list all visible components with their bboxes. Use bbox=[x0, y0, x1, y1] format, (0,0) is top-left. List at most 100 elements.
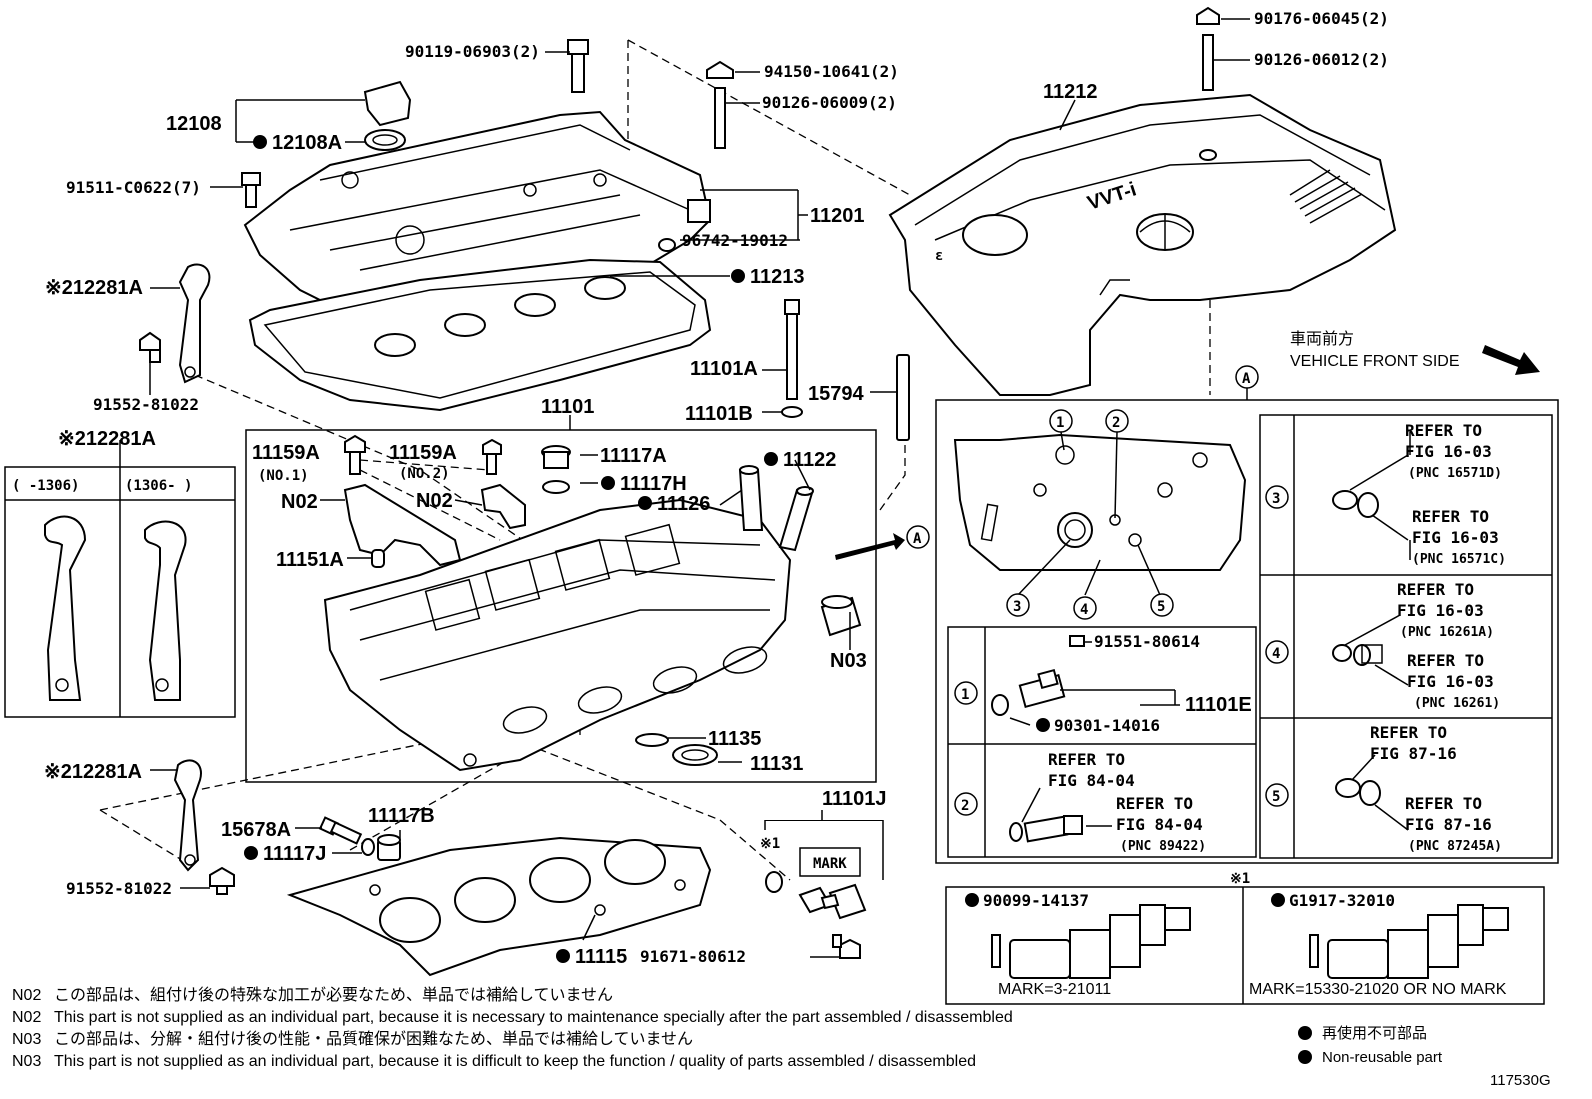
label-90099: 90099-14137 bbox=[983, 891, 1089, 910]
bolt-91671 bbox=[832, 934, 861, 959]
label-12108: 12108 bbox=[166, 113, 222, 135]
oil-filler-cap bbox=[363, 80, 412, 151]
legend-row-jp: 再使用不可部品 bbox=[1298, 1022, 1538, 1046]
sub-callout-2: 2 bbox=[961, 798, 969, 814]
ref3-b: FIG 16-03 bbox=[1405, 442, 1492, 461]
label-front-en: VEHICLE FRONT SIDE bbox=[1290, 353, 1460, 370]
label-11101J: 11101J bbox=[822, 788, 887, 810]
cover-small-mark: ε bbox=[935, 248, 943, 264]
label-11159A-no1: 11159A bbox=[252, 442, 320, 464]
sub-callout-4: 4 bbox=[1272, 646, 1280, 662]
label-11101B: 11101B bbox=[685, 403, 753, 425]
label-11117J: 11117J bbox=[263, 843, 326, 865]
sub-callout-3: 3 bbox=[1272, 491, 1280, 507]
label-91511: 91511-C0622(7) bbox=[66, 178, 201, 197]
label-90301: 90301-14016 bbox=[1054, 716, 1160, 735]
label-11159A-no2: 11159A bbox=[389, 442, 457, 464]
label-91552-top: 91552-81022 bbox=[93, 395, 199, 414]
ref2-a: REFER TO bbox=[1048, 750, 1125, 769]
clamp-hose-3 bbox=[1332, 454, 1409, 541]
engine-hanger-top bbox=[178, 263, 211, 384]
label-90176: 90176-06045(2) bbox=[1254, 9, 1389, 28]
hanger-variant-col1: ( -1306) bbox=[12, 478, 79, 494]
label-G1917: G1917-32010 bbox=[1289, 891, 1395, 910]
ocv-variant-right bbox=[1309, 904, 1509, 979]
ref4-pnc2: (PNC 16261) bbox=[1414, 696, 1500, 711]
legend: 再使用不可部品 Non-reusable part bbox=[1298, 1022, 1538, 1070]
ref5-d: FIG 87-16 bbox=[1405, 815, 1492, 834]
label-11135: 11135 bbox=[708, 728, 761, 750]
ref4-b: FIG 16-03 bbox=[1397, 601, 1484, 620]
label-15678A: 15678A bbox=[221, 819, 291, 841]
detail-block bbox=[953, 433, 1247, 571]
label-n03: N03 bbox=[830, 650, 867, 672]
label-12281A-top: ※212281A bbox=[45, 277, 143, 299]
detail-sub-box-left bbox=[947, 626, 1257, 858]
ref3-pnc2: (PNC 16571C) bbox=[1412, 552, 1506, 567]
label-front-jp: 車両前方 bbox=[1290, 330, 1354, 348]
sensor-11101E bbox=[991, 635, 1085, 716]
label-11115: 11115 bbox=[575, 946, 627, 968]
clamp-hose-4 bbox=[1332, 614, 1409, 686]
label-12281A-box: ※212281A bbox=[58, 428, 156, 450]
plug-11117A bbox=[541, 445, 571, 494]
engine-cover: VVT-i ε bbox=[888, 93, 1397, 396]
cylinder-head-frame bbox=[245, 429, 877, 783]
callout-1: 1 bbox=[1056, 415, 1064, 431]
label-11117B: 11117B bbox=[368, 805, 435, 827]
ref3-d: FIG 16-03 bbox=[1412, 528, 1499, 547]
oring-ocv bbox=[765, 871, 783, 893]
ref4-d: FIG 16-03 bbox=[1407, 672, 1494, 691]
label-12108A: 12108A bbox=[272, 132, 342, 154]
label-11212: 11212 bbox=[1043, 81, 1098, 103]
grommet-96742 bbox=[658, 238, 676, 252]
sub-callout-1: 1 bbox=[961, 687, 969, 703]
front-arrow-icon bbox=[1482, 345, 1540, 375]
legend-en: Non-reusable part bbox=[1322, 1049, 1443, 1066]
non-reusable-dot-icon bbox=[1298, 1026, 1312, 1040]
guide-11126 bbox=[738, 465, 764, 531]
ref2-c: REFER TO bbox=[1116, 794, 1193, 813]
clamp-hose-5 bbox=[1335, 754, 1409, 831]
union-15678A bbox=[318, 816, 363, 845]
note-code: N03 bbox=[12, 1031, 42, 1048]
bolt-90119 bbox=[567, 39, 589, 93]
note-code: N03 bbox=[12, 1053, 42, 1070]
label-11131: 11131 bbox=[750, 753, 803, 775]
label-star1: ※1 bbox=[760, 836, 780, 852]
ref4-c: REFER TO bbox=[1407, 651, 1484, 670]
gasket-11117J bbox=[361, 838, 375, 856]
label-11126: 11126 bbox=[657, 493, 710, 515]
label-11117H: 11117H bbox=[620, 473, 687, 495]
callout-a: A bbox=[913, 531, 922, 547]
label-star1-box: ※1 bbox=[1230, 871, 1250, 887]
ref2-d: FIG 84-04 bbox=[1116, 815, 1203, 834]
ref5-c: REFER TO bbox=[1405, 794, 1482, 813]
ref2-pnc: (PNC 89422) bbox=[1120, 839, 1206, 854]
note-code: N02 bbox=[12, 1009, 42, 1026]
ref5-b: FIG 87-16 bbox=[1370, 744, 1457, 763]
note-text: この部品は、組付け後の特殊な加工が必要なため、単品では補給していません bbox=[54, 987, 614, 1004]
callout-3: 3 bbox=[1013, 599, 1021, 615]
bolt-11159A-no2 bbox=[482, 438, 502, 475]
label-11101: 11101 bbox=[541, 396, 594, 418]
label-11101A: 11101A bbox=[690, 358, 758, 380]
detail-sub-box-right bbox=[1259, 414, 1553, 859]
seal-11135 bbox=[635, 733, 669, 747]
detail-a-callout: A bbox=[1242, 371, 1251, 387]
ref4-a: REFER TO bbox=[1397, 580, 1474, 599]
ref3-a: REFER TO bbox=[1405, 421, 1482, 440]
label-11159A-no2-sub: (NO.2) bbox=[399, 466, 450, 482]
callout-2: 2 bbox=[1112, 415, 1120, 431]
detail-callouts: 1 2 3 4 5 bbox=[1006, 409, 1174, 620]
pin-15794 bbox=[896, 354, 910, 441]
label-90126-06009: 90126-06009(2) bbox=[762, 93, 897, 112]
stud-90126-06009 bbox=[706, 60, 734, 149]
label-n02-a: N02 bbox=[281, 491, 318, 513]
ref5-pnc: (PNC 87245A) bbox=[1408, 839, 1502, 854]
label-15794: 15794 bbox=[808, 383, 864, 405]
leader-lines bbox=[149, 18, 1411, 958]
label-11122: 11122 bbox=[783, 449, 836, 471]
note-text: This part is not supplied as an individu… bbox=[54, 1009, 1013, 1026]
